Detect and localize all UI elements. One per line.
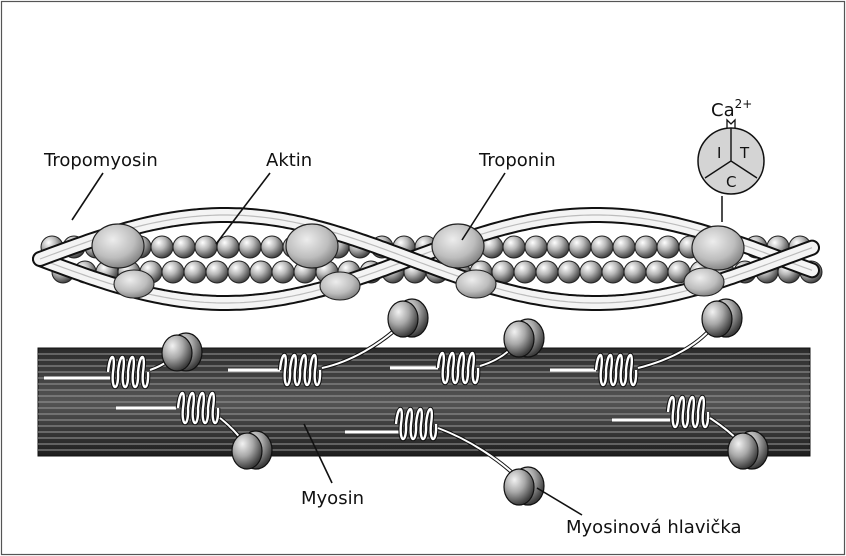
myosin-head-label: Myosinová hlavička: [566, 517, 742, 538]
actin-bead: [646, 261, 668, 283]
actin-bead: [151, 236, 173, 258]
actin-bead: [602, 261, 624, 283]
actin-bead: [272, 261, 294, 283]
myosin-head-front: [702, 301, 732, 337]
actin-bead: [514, 261, 536, 283]
myosin-head-front: [388, 301, 418, 337]
actin-bead: [558, 261, 580, 283]
troponin-blob: [114, 270, 154, 298]
actin-bead: [547, 236, 569, 258]
actin-bead: [657, 236, 679, 258]
troponin-blob: [432, 224, 484, 268]
troponin-blob: [456, 270, 496, 298]
actin-bead: [239, 236, 261, 258]
troponin-blob: [692, 226, 744, 270]
actin-bead: [184, 261, 206, 283]
myosin-head: [388, 299, 428, 337]
subunit-t-label: T: [739, 144, 750, 162]
actin-bead: [195, 236, 217, 258]
myosin-label: Myosin: [301, 488, 364, 509]
subunit-i-label: I: [717, 144, 721, 162]
actin-bead: [228, 261, 250, 283]
actin-bead: [624, 261, 646, 283]
tropomyosin-label: Tropomyosin: [43, 150, 158, 171]
myosin-head: [702, 299, 742, 337]
troponin-blob: [684, 268, 724, 296]
troponin-blob: [92, 224, 144, 268]
actin-bead: [613, 236, 635, 258]
myosin-head: [504, 467, 544, 505]
actin-bead: [591, 236, 613, 258]
actin-bead: [173, 236, 195, 258]
actin-bead: [536, 261, 558, 283]
troponin-blob: [320, 272, 360, 300]
actin-bead: [569, 236, 591, 258]
myosin-head: [162, 333, 202, 371]
myosin-head: [504, 319, 544, 357]
myosin-head-front: [504, 321, 534, 357]
aktin-label: Aktin: [266, 150, 312, 171]
actin-bead: [250, 261, 272, 283]
actin-bead: [580, 261, 602, 283]
actin-bead: [503, 236, 525, 258]
myosin-head-front: [728, 433, 758, 469]
myosin-head: [232, 431, 272, 469]
myosin-head: [728, 431, 768, 469]
subunit-c-label: C: [726, 173, 736, 191]
actin-bead: [261, 236, 283, 258]
actin-bead: [525, 236, 547, 258]
myosin-head-front: [232, 433, 262, 469]
myosin-head-front: [504, 469, 534, 505]
actin-bead: [635, 236, 657, 258]
myosin-head-front: [162, 335, 192, 371]
troponin-label: Troponin: [478, 150, 556, 171]
actin-bead: [206, 261, 228, 283]
actin-bead: [162, 261, 184, 283]
troponin-blob: [286, 224, 338, 268]
